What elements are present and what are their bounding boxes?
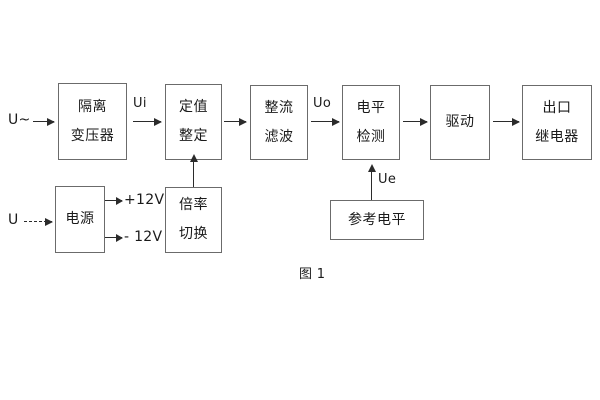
arrow-power-supply-positive-rail <box>105 197 123 206</box>
rail-label-negative: - 12V <box>124 229 163 245</box>
arrow-reference-level-to-level-detection <box>367 164 376 200</box>
ac-input-label: U~ <box>8 112 31 128</box>
signal-label-ue: Ue <box>378 172 397 187</box>
block-reference-level-line1: 参考电平 <box>348 211 406 228</box>
block-setpoint-setting-line1: 定值 <box>179 99 208 116</box>
arrow-ac-input-to-isolation-transformer <box>33 117 55 126</box>
arrow-isolation-transformer-to-setpoint-setting <box>133 117 162 126</box>
block-rectify-filter-line1: 整流 <box>264 99 294 116</box>
block-output-relay: 出口 继电器 <box>522 85 592 160</box>
block-level-detection: 电平 检测 <box>342 85 400 160</box>
block-isolation-transformer-line1: 隔离 <box>78 98 107 115</box>
arrow-ratio-switching-to-setpoint-setting <box>189 154 198 187</box>
block-drive: 驱动 <box>430 85 490 160</box>
arrow-power-supply-negative-rail <box>105 234 123 243</box>
block-ratio-switching: 倍率 切换 <box>165 187 222 253</box>
arrow-drive-to-output-relay <box>493 117 520 126</box>
arrow-dc-input-to-power-supply <box>24 217 53 226</box>
block-rectify-filter-line2: 滤波 <box>264 128 294 145</box>
block-output-relay-line1: 出口 <box>542 99 572 116</box>
arrow-setpoint-setting-to-rectify-filter <box>224 117 247 126</box>
block-setpoint-setting: 定值 整定 <box>165 84 222 160</box>
block-level-detection-line1: 电平 <box>356 99 386 116</box>
block-ratio-switching-line2: 切换 <box>179 226 208 242</box>
block-setpoint-setting-line2: 整定 <box>179 128 208 144</box>
block-output-relay-line2: 继电器 <box>535 128 579 145</box>
dc-input-label: U <box>8 212 19 228</box>
block-power-supply-line1: 电源 <box>65 211 95 228</box>
block-isolation-transformer-line2: 变压器 <box>70 127 115 144</box>
figure-caption: 图 1 <box>299 267 326 282</box>
block-ratio-switching-line1: 倍率 <box>179 197 208 214</box>
block-rectify-filter: 整流 滤波 <box>250 85 308 160</box>
block-level-detection-line2: 检测 <box>356 128 386 145</box>
arrow-level-detection-to-drive <box>403 117 428 126</box>
block-power-supply: 电源 <box>55 186 105 253</box>
signal-label-ui: Ui <box>133 96 147 111</box>
block-isolation-transformer: 隔离 变压器 <box>58 83 127 160</box>
arrow-rectify-filter-to-level-detection <box>311 117 340 126</box>
signal-label-uo: Uo <box>313 96 332 111</box>
block-drive-line1: 驱动 <box>445 114 475 131</box>
rail-label-positive: +12V <box>124 192 165 208</box>
block-reference-level: 参考电平 <box>330 200 424 240</box>
